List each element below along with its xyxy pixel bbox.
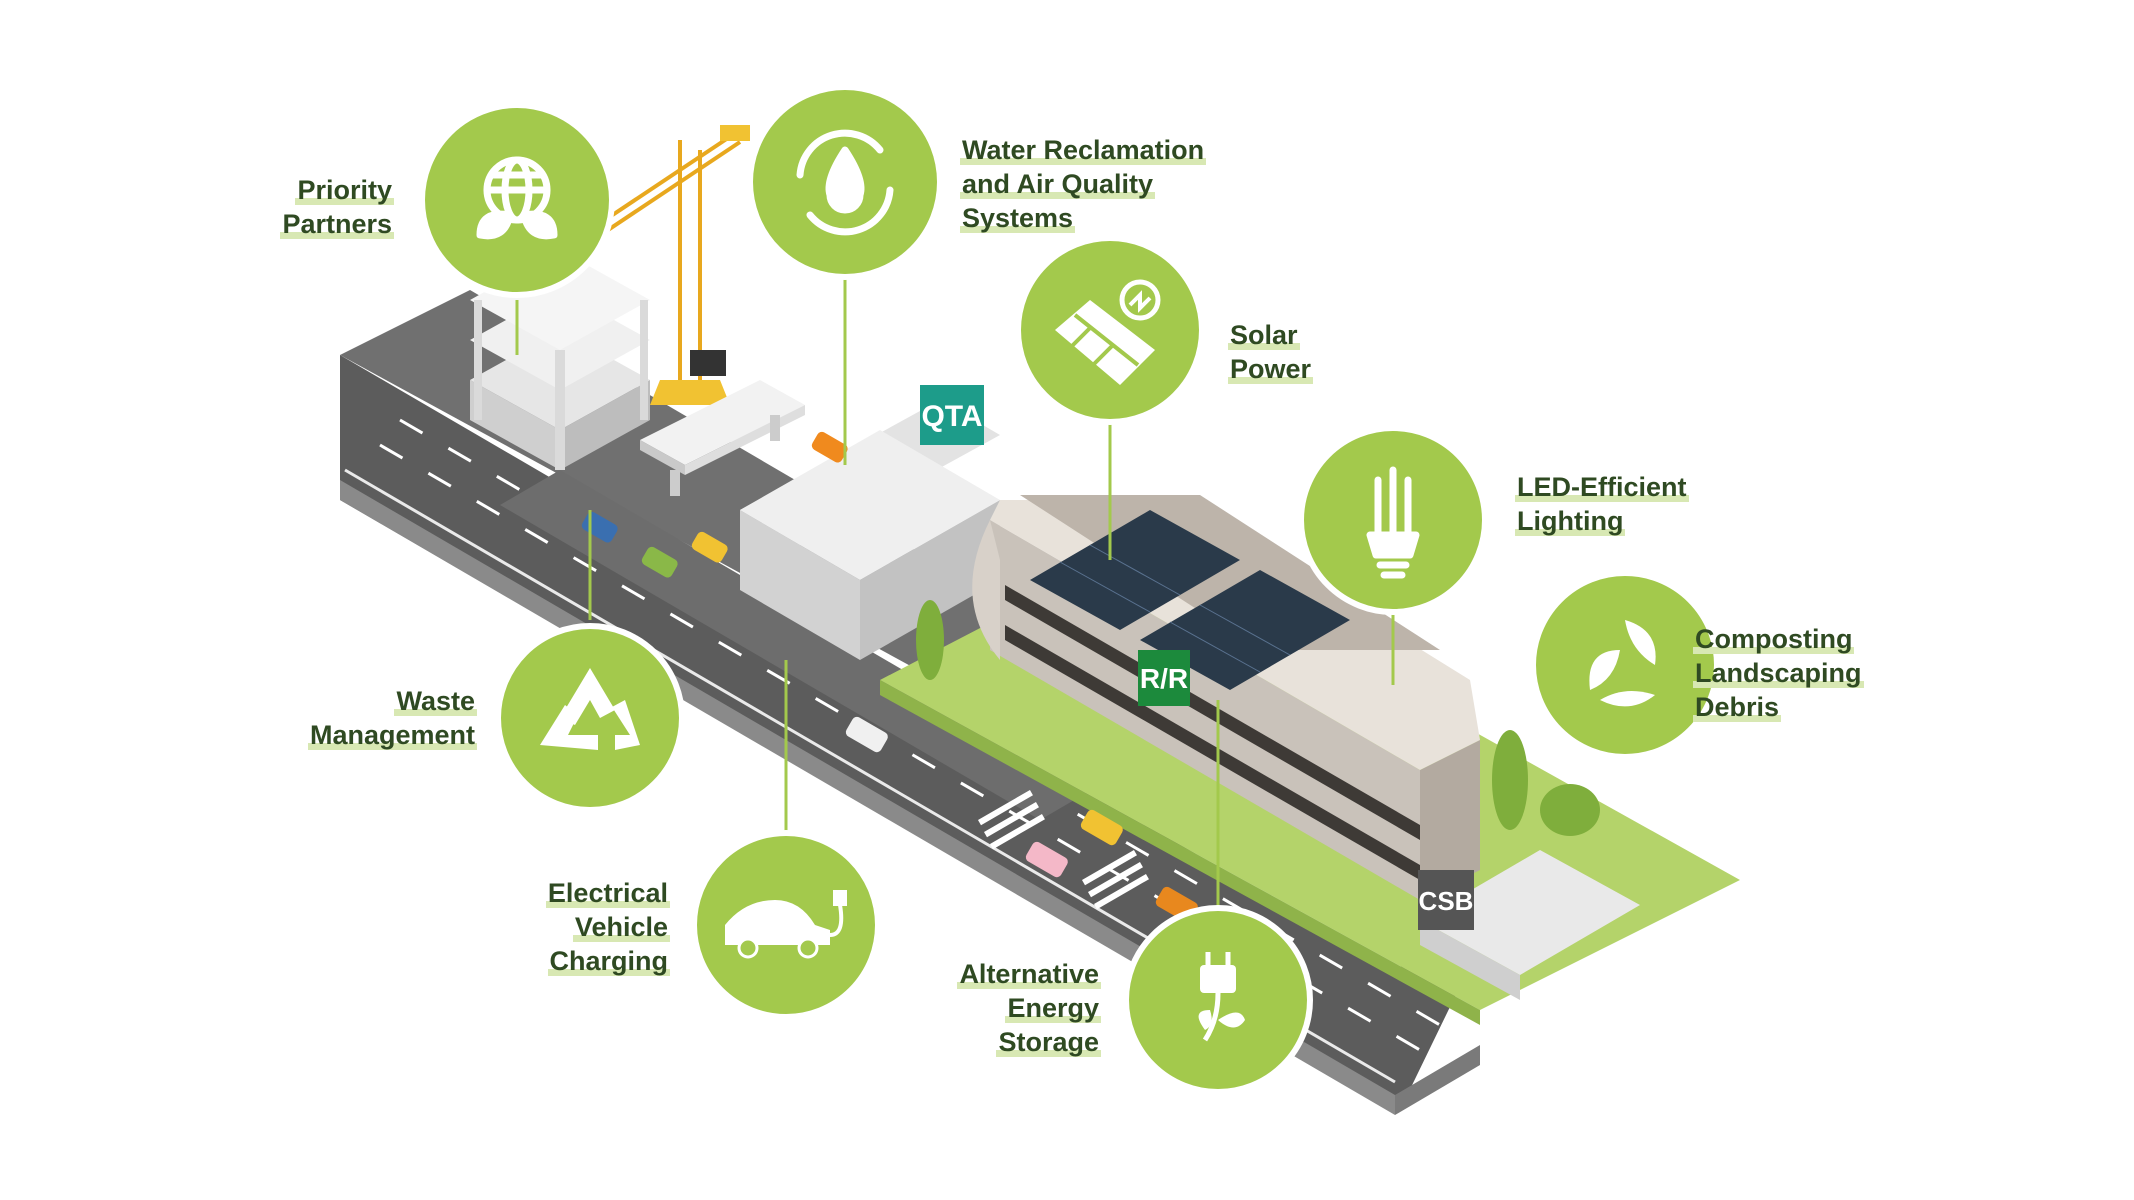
label-led-lighting: LED-Efficient Lighting <box>1515 472 1689 536</box>
csb-pavilion: CSB <box>1418 850 1640 1000</box>
parking-garage: R/R <box>972 495 1480 900</box>
cfl-bulb-icon <box>1366 466 1420 579</box>
globe-leaf-icon <box>476 156 558 240</box>
feature-bubble-waste-management <box>495 623 685 813</box>
feature-bubble-ev-charging <box>691 830 881 1020</box>
plug-leaf-icon <box>1198 952 1245 1042</box>
label-composting: Composting Landscaping Debris <box>1693 624 1864 722</box>
label-energy-storage: Alternative Energy Storage <box>957 959 1101 1057</box>
rr-sign <box>1138 650 1190 706</box>
electric-car-icon <box>725 890 847 959</box>
fuel-station <box>640 380 805 496</box>
water-cycle-icon <box>796 129 894 236</box>
label-solar-power: Solar Power <box>1228 320 1314 384</box>
connector-lines <box>515 270 1395 907</box>
car-wash-building: QTA <box>740 385 1000 660</box>
recycle-icon <box>540 668 640 750</box>
construction-building <box>470 250 650 470</box>
label-waste-management: Waste Management <box>307 686 477 750</box>
feature-bubble-composting <box>1530 570 1720 760</box>
csb-sign <box>1418 870 1474 930</box>
feature-bubble-solar-power <box>1015 235 1205 425</box>
csb-sign-text: CSB <box>1419 886 1474 916</box>
label-water-reclamation: Water Reclamation and Air Quality System… <box>960 135 1207 233</box>
feature-bubble-led-lighting <box>1298 425 1488 615</box>
label-ev-charging: Electrical Vehicle Charging <box>545 878 670 976</box>
trees <box>916 600 1600 836</box>
qta-sign <box>920 385 984 445</box>
feature-bubble-water-reclamation <box>747 84 943 280</box>
solar-panel-icon <box>1055 279 1161 385</box>
label-priority-partners: Priority Partners <box>280 175 394 239</box>
feature-bubble-energy-storage <box>1123 905 1313 1095</box>
leaf-cycle-icon <box>1589 620 1656 707</box>
rr-sign-text: R/R <box>1140 663 1188 694</box>
feature-bubble-priority-partners <box>419 102 615 298</box>
qta-sign-text: QTA <box>921 400 982 433</box>
